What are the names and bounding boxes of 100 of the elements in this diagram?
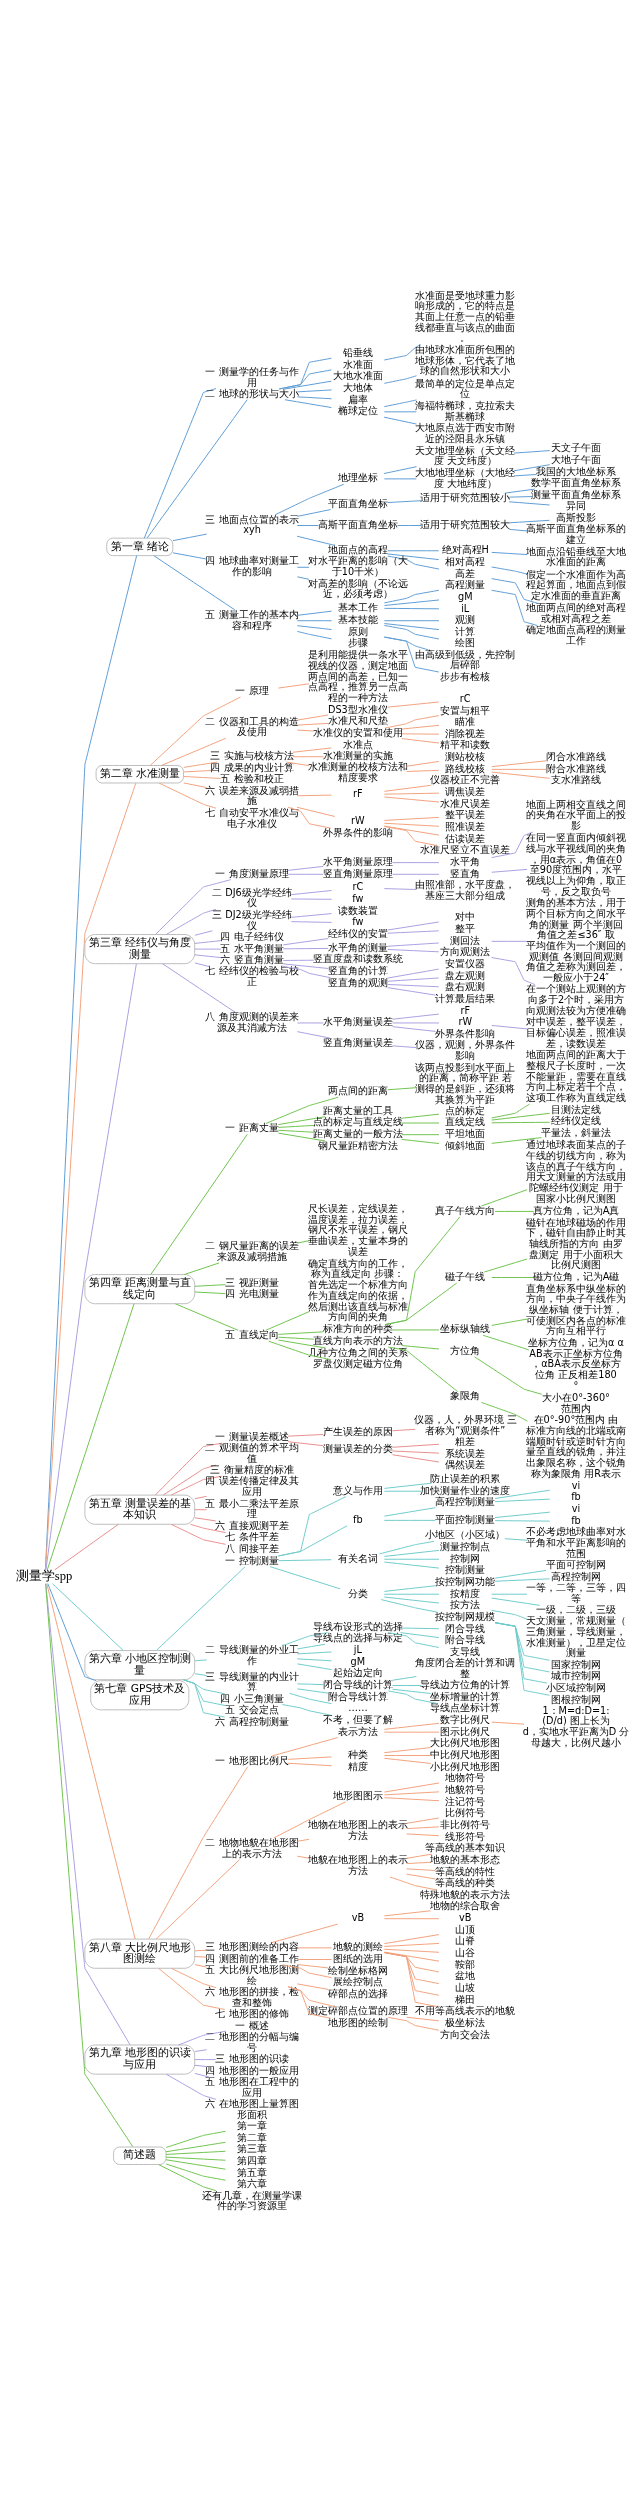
connector [189, 1523, 227, 1533]
connector [491, 759, 547, 767]
connector [383, 1933, 440, 1944]
node-text: 磁方位角，记为A磁 [532, 1270, 620, 1282]
node-text: 七 地形图的修饰 [215, 2007, 289, 2019]
connector [383, 1951, 438, 2007]
connector [45, 962, 137, 1570]
node-text: 一 概述 [235, 2019, 269, 2031]
connector [389, 1876, 438, 1890]
node-text: 按控制网功能 [435, 1575, 496, 1587]
connector [400, 1631, 440, 1638]
connector [491, 1121, 551, 1123]
node-text: 七 自动安平水准仪与电子水准仪 [205, 806, 299, 829]
connector [296, 806, 336, 817]
node-text: 是利用能提供一条水平视线的仪器，测定地面两点间的高差，已知一点高程，推算另一点高程的一种方法 [307, 648, 408, 703]
node-text: 步步有检核 [440, 670, 491, 681]
node-text: 三 导线测量的内业计算 [205, 1670, 299, 1692]
connector [183, 781, 208, 788]
node-text: 测定碎部点位置的原理 [307, 2004, 408, 2016]
connector [194, 1516, 217, 1521]
node-text: 二 地球的形状与大小 [205, 387, 299, 399]
node-text: 坐标增量的计算 [430, 1690, 501, 1702]
node-text: 大地原点选于西安市附近的泾阳县永乐镇 [415, 421, 516, 444]
connector [46, 1582, 136, 1940]
node-text: 磁子午线 [445, 1270, 486, 1282]
connector [383, 1731, 440, 1733]
connector [178, 2030, 227, 2045]
connector [296, 619, 333, 621]
connector [282, 937, 329, 945]
connector [45, 782, 137, 1570]
connector [491, 868, 528, 873]
connector [296, 1239, 310, 1244]
connector [383, 1519, 436, 1521]
node-text: 地貌符号 [445, 1783, 486, 1795]
node-text: 一 测量误差概述 [215, 1430, 289, 1442]
node-text: 图根控制网 [551, 1693, 601, 1705]
node-text: 鞍部 [455, 1958, 476, 1970]
node-text: 起始边定向 [332, 1666, 383, 1678]
connector [383, 619, 440, 621]
connector [406, 769, 440, 772]
connector [296, 388, 333, 392]
node-text: 四 误差传播定律及其应用 [205, 1474, 299, 1497]
node-text: 七 条件平差 [225, 1530, 279, 1542]
connector [392, 861, 440, 863]
connector [392, 1025, 437, 1032]
connector [277, 1124, 315, 1128]
node-text: rW [458, 1015, 473, 1027]
connector [387, 701, 440, 708]
connector [281, 1703, 332, 1716]
node-text: 线形符号 [445, 1830, 486, 1842]
node-text: 山坡 [455, 1981, 476, 1993]
connector [383, 477, 417, 479]
node-text: 第六章 [236, 2177, 267, 2189]
connector [296, 1030, 330, 1038]
connector [392, 1021, 440, 1023]
connector [158, 2163, 217, 2191]
node-text: 二 观测值的算术平均值 [205, 1441, 299, 1464]
connector [46, 1302, 135, 1570]
connector [505, 488, 536, 493]
node-text: 测角的基本方法，用于两个目标方向之间水平角的测量 两个半测回角值之差≤36″ 取平均值作为一个测回的观测值 各测回间观测角值之差称为测回差，一般应小于24″ [526, 896, 626, 983]
node-box: 第四章 距离测量与直线定向 [84, 1273, 196, 1304]
connector [296, 630, 332, 639]
connector [401, 1138, 440, 1144]
node-text: 由照准部，水平度盘，基座三大部分组成 [415, 878, 516, 901]
connector [143, 387, 217, 539]
connector [287, 1433, 324, 1437]
connector [383, 825, 438, 846]
connector [282, 947, 329, 949]
node-box: 第一章 绪论 [106, 537, 174, 556]
node-text: 调焦误差 [445, 785, 486, 797]
connector [383, 1558, 440, 1560]
connector [277, 1336, 315, 1340]
node-text: 附合导线 [445, 1633, 486, 1645]
node-text: 地物在地形图上的表示方法 [307, 1818, 408, 1841]
connector [383, 1951, 440, 1984]
node-text: 地貌的基本形态 [430, 1853, 501, 1865]
node-text: 点的标定 [445, 1104, 486, 1116]
node-box: 第二章 水准测量 [95, 764, 184, 783]
connector [387, 948, 440, 952]
connector [296, 1657, 333, 1661]
node-text: 第五章 [236, 2166, 267, 2178]
connector [513, 473, 537, 476]
connector [183, 775, 222, 779]
connector [401, 737, 440, 743]
connector [282, 959, 315, 961]
node-text: 平面可控制网 [546, 1558, 606, 1570]
node-text: 水准面 [342, 358, 373, 370]
node-text: 对水平距离的影响（大于10千米） [307, 554, 408, 577]
node-text: 种类 [347, 1748, 368, 1760]
node-text: 对中误差，整平误差，目标偏心误差，照准误差，读数误差 [526, 1015, 626, 1049]
node-text: 该两点投影到水平面上的距离，简称平距 若测得的是斜距，还须将其换算为平距 [415, 1061, 516, 1105]
connector [383, 1549, 440, 1557]
node-text: 高斯平面直角坐标系的建立 [526, 522, 626, 545]
node-text: 地面两点间的距离大于整根尺子长度时，一次不能量距，需要在直线方向上标定若干个点，这项工作称为直线定线 [526, 1048, 626, 1103]
node-text: 距离丈量的工具 [322, 1104, 393, 1116]
connector [383, 1593, 440, 1595]
node-text: 竖直度盘和读数系统 [312, 952, 403, 964]
node-text: 计算最后结果 [435, 992, 496, 1004]
connector [383, 1951, 440, 1962]
connector [508, 500, 551, 505]
